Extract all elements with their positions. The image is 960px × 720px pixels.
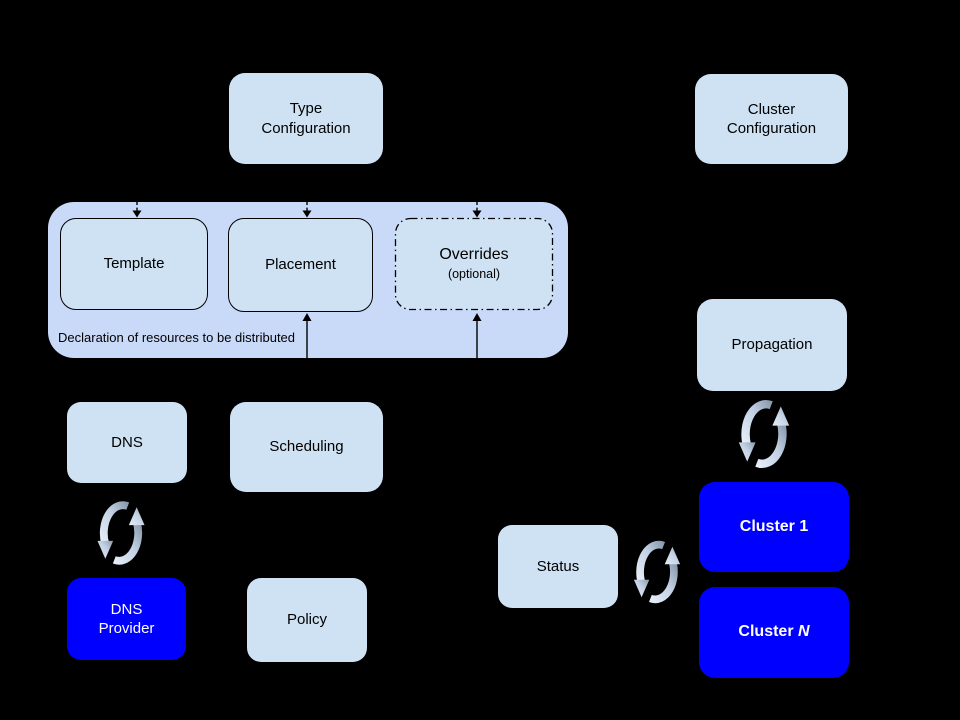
node-propagation-label: Propagation <box>731 336 813 354</box>
node-overrides-label: Overrides <box>439 246 509 264</box>
node-dns-provider: DNS Provider <box>67 578 186 660</box>
node-propagation: Propagation <box>697 299 847 391</box>
node-cluster-n: Cluster N <box>699 587 849 678</box>
node-placement: Placement <box>228 218 373 312</box>
node-policy-label: Policy <box>286 611 327 629</box>
node-cluster-n-label: Cluster N <box>738 622 809 643</box>
node-cluster-configuration-label: Cluster Configuration <box>726 100 817 138</box>
node-status: Status <box>498 525 618 608</box>
sync-icon-dns-provider <box>97 505 144 561</box>
node-cluster-n-suffix: N <box>798 623 810 641</box>
node-scheduling: Scheduling <box>230 402 383 492</box>
resource-declaration-caption: Declaration of resources to be distribut… <box>58 330 296 345</box>
node-status-label: Status <box>536 557 580 575</box>
node-template: Template <box>60 218 208 310</box>
node-cluster-1-label: Cluster 1 <box>739 517 809 535</box>
node-policy: Policy <box>247 578 367 662</box>
node-type-configuration: Type Configuration <box>229 73 383 164</box>
node-overrides-sublabel: (optional) <box>447 267 501 282</box>
node-template-label: Template <box>103 255 165 273</box>
node-overrides: Overrides (optional) <box>395 218 553 310</box>
node-dns-label: DNS <box>111 433 143 451</box>
node-dns: DNS <box>67 402 187 483</box>
node-cluster-configuration: Cluster Configuration <box>695 74 848 164</box>
node-cluster-1: Cluster 1 <box>699 482 849 572</box>
node-placement-label: Placement <box>265 256 336 274</box>
sync-icon-propagation-cluster <box>739 404 789 464</box>
node-cluster-n-prefix: Cluster <box>738 623 798 641</box>
node-scheduling-label: Scheduling <box>269 438 344 456</box>
sync-icon-status-cluster <box>634 545 680 600</box>
node-type-configuration-label: Type Configuration <box>261 100 351 137</box>
node-dns-provider-label: DNS Provider <box>98 600 155 638</box>
